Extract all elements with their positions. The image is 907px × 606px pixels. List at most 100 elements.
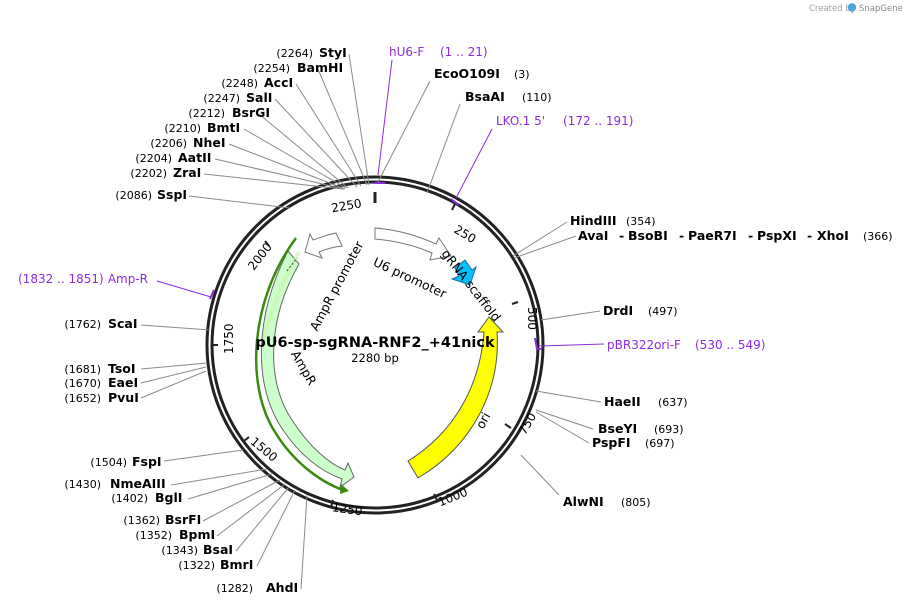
site-pos-pspfi: (697) (645, 437, 675, 450)
primer-range-amp-r: (1832 .. 1851) (18, 272, 104, 286)
primer-line-hu6-f (377, 59, 393, 176)
site-bgli: BglI (155, 490, 182, 505)
primer-mark-amp-r (209, 289, 215, 300)
site-line-bsrfi (202, 479, 281, 522)
site-line-alwni (520, 454, 560, 496)
site-bsrgi: BsrGI (232, 105, 270, 120)
site-line-bseyi (535, 409, 594, 430)
site-drdi: DrdI (603, 303, 633, 318)
ring-tick-500: 500 (525, 307, 539, 330)
site-pos-alwni: (805) (621, 496, 651, 509)
ring-tick-mark-1500 (243, 436, 250, 442)
site-pos-pvui: (1652) (64, 392, 101, 405)
credit-prefix: Created by (809, 4, 856, 14)
ring-tick-1000: 1000 (436, 485, 470, 509)
site-bsai: BsaI (203, 542, 233, 557)
site-line-bmri (256, 489, 296, 567)
u6-promoter-arrow (374, 227, 452, 261)
site-labels: (2264)StyI(2254)BamHI(2248)AccI(2247)Sal… (18, 45, 893, 595)
site-pos-ecoo109i: (3) (514, 68, 530, 81)
site-sspi: SspI (157, 187, 187, 202)
ampr-promoter-arrow (304, 232, 343, 259)
site-haeii: HaeII (604, 394, 641, 409)
grna-scaffold-arrow (450, 259, 477, 286)
ring-tick-250: 250 (452, 222, 479, 246)
primer-line-pbr322ori-f (539, 343, 605, 347)
site-line-nmeaiii (170, 468, 268, 486)
site-line-bsai (235, 486, 290, 552)
site-pos-bseyi: (693) (654, 423, 684, 436)
site-line-aatii (214, 158, 345, 190)
site-line-scai (140, 324, 211, 331)
site-line-bsrgi (258, 113, 349, 189)
site-hindiii: HindIII (570, 213, 617, 228)
site-pspxi: PspXI (757, 228, 797, 243)
ring-tick-mark-250 (451, 203, 456, 211)
site-pos-scai: (1762) (64, 318, 101, 331)
site-line-acci (295, 83, 362, 187)
site-nhei: NheI (193, 135, 226, 150)
site-line-bamhi (317, 68, 368, 186)
primer-line-lko (455, 128, 493, 199)
site-bseyi: BseYI (598, 421, 637, 436)
site-pos-sali: (2247) (203, 92, 240, 105)
site-bamhi: BamHI (297, 60, 343, 75)
ampr-track-highlight (262, 251, 301, 341)
site-line-nhei (228, 143, 346, 190)
plasmid-name: pU6-sp-sgRNA-RNF2_+41nick (255, 335, 495, 351)
site-line-bpmi (216, 483, 286, 537)
site-pos-hindiii: (354) (626, 215, 656, 228)
ring-tick-mark-2000 (264, 240, 270, 247)
ring-tick-mark-500 (511, 301, 519, 305)
site-pos-ahdi: (1282) (216, 582, 253, 595)
site-ahdi: AhdI (266, 580, 298, 595)
site-line-styi (348, 53, 370, 186)
primer-mark-lko (450, 198, 460, 206)
site-pos-eaei: (1670) (64, 377, 101, 390)
site-pos-drdi: (497) (648, 305, 678, 318)
site-bpmi: BpmI (179, 527, 215, 542)
ring-tick-mark-1000 (433, 493, 438, 501)
site-line-bsaai (426, 103, 461, 194)
ampr-green-track (254, 237, 344, 492)
primer-mark-pbr322ori-f (534, 337, 542, 350)
site-line-fspi (163, 449, 244, 462)
site-scai: ScaI (108, 316, 138, 331)
site-line-zrai (203, 173, 344, 190)
site-zrai: ZraI (173, 165, 201, 180)
site-group-separator: - (619, 228, 624, 243)
site-pos-tsoi: (1681) (64, 363, 101, 376)
ampr-label: AmpR (288, 348, 320, 388)
site-line-haeii (535, 390, 602, 403)
site-line-bmti (243, 128, 347, 189)
ring-tick-mark-750 (504, 423, 512, 429)
primer-amp-r: Amp-R (108, 272, 148, 286)
u6-promoter-label: U6 promoter (371, 254, 450, 301)
site-bsrfi: BsrFI (165, 512, 201, 527)
site-line-pspfi (535, 411, 590, 444)
backbone-outer-strand (205, 175, 545, 515)
site-pos-nhei: (2206) (150, 137, 187, 150)
site-aatii: AatII (178, 150, 211, 165)
site-pos-bpmi: (1352) (135, 529, 172, 542)
primer-line-amp-r (156, 280, 212, 298)
site-pos-acci: (2248) (221, 77, 258, 90)
site-pspfi: PspFI (592, 435, 631, 450)
primer-range-pbr322ori-f: (530 .. 549) (695, 338, 765, 352)
site-group-pos: (366) (863, 230, 893, 243)
site-line-hindiii (512, 221, 568, 257)
site-pos-sspi: (2086) (115, 189, 152, 202)
site-pos-fspi: (1504) (90, 456, 127, 469)
site-fspi: FspI (132, 454, 162, 469)
site-pos-bsaai: (110) (522, 91, 552, 104)
ampr-arrow (260, 250, 355, 489)
site-pos-bsrgi: (2212) (188, 107, 225, 120)
site-pos-zrai: (2202) (130, 167, 167, 180)
site-line-bgli (187, 473, 273, 500)
site-xhoi: XhoI (817, 228, 849, 243)
site-leader-lines (140, 53, 602, 590)
site-bmri: BmrI (220, 557, 253, 572)
site-pos-bsrfi: (1362) (123, 514, 160, 527)
